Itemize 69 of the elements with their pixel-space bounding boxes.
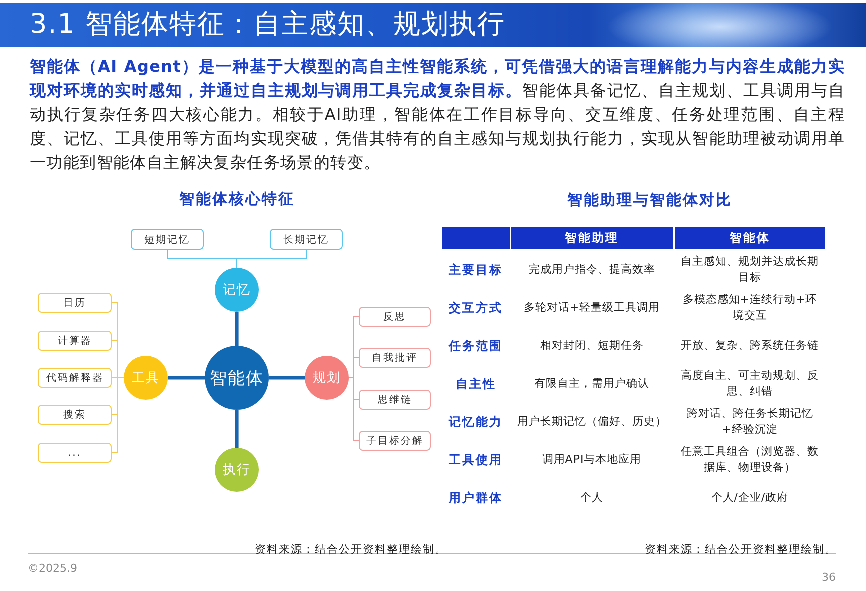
feature-box (38, 368, 112, 388)
section-heading: 智能助理与智能体对比 (568, 191, 732, 210)
feature-box (359, 348, 431, 368)
node-label: 思维链 (378, 394, 412, 407)
page-number: 36 (822, 571, 836, 584)
node-label: 日历 (64, 297, 86, 310)
row-label: 用户群体 (449, 490, 503, 506)
comparison-text: 多轮对话+轻量级工具调用 (524, 300, 660, 316)
comparison-text: 任意工具组合（浏览器、数据库、物理设备） (681, 444, 819, 476)
node-label: 长期记忆 (284, 234, 330, 246)
feature-box (359, 307, 431, 327)
feature-box (270, 229, 343, 250)
comparison-text: 调用API与本地应用 (542, 452, 642, 468)
feature-circle (215, 448, 259, 492)
node-label: 代码解释器 (46, 372, 104, 385)
connector-line (269, 376, 305, 380)
row-label: 自主性 (456, 376, 496, 392)
node-label: 计算器 (58, 334, 92, 348)
node-label: 执行 (223, 462, 251, 479)
row-label: 主要目标 (449, 262, 503, 278)
comparison-text: 跨对话、跨任务长期记忆+经验沉淀 (686, 406, 814, 438)
connector-line (348, 378, 360, 442)
column-header: 智能体 (675, 227, 825, 249)
source-note: 资料来源：结合公开资料整理绘制。 (255, 542, 447, 557)
feature-box (131, 229, 204, 250)
connector-line (112, 378, 124, 454)
row-label: 交互方式 (449, 300, 503, 316)
node-label: 自我批评 (372, 352, 418, 365)
comparison-text: 多模态感知+连续行动+环境交互 (682, 292, 818, 324)
column-header: 智能助理 (511, 227, 673, 249)
comparison-text: 开放、复杂、跨系统任务链 (681, 338, 819, 354)
feature-box (359, 390, 431, 410)
feature-box (359, 431, 431, 451)
comparison-text: 自主感知、规划并达成长期目标 (681, 254, 819, 286)
feature-box (38, 331, 112, 351)
node-label: 反思 (384, 311, 406, 324)
node-label: 智能体 (210, 368, 264, 390)
comparison-text: 用户长期记忆（偏好、历史） (517, 414, 667, 430)
node-label: 搜索 (64, 408, 86, 422)
comparison-text: 高度自主、可主动规划、反思、纠错 (681, 368, 819, 400)
comparison-text: 完成用户指令、提高效率 (528, 262, 656, 278)
feature-box (38, 405, 112, 425)
node-label: 子目标分解 (366, 434, 424, 448)
feature-circle (305, 356, 349, 400)
node-label: 记忆 (223, 282, 251, 299)
connector-line (235, 312, 239, 346)
comparison-text: 相对封闭、短期任务 (540, 338, 644, 354)
comparison-text: 个人 (580, 490, 604, 506)
connector-line (235, 410, 239, 448)
connector-line (236, 250, 307, 268)
connector-line (168, 376, 205, 380)
slide-title: 3.1 智能体特征：自主感知、规划执行 (30, 8, 506, 42)
intro-paragraph: 智能体（AI Agent）是一种基于大模型的高自主性智能系统，可凭借强大的语言理解能力与内容生成能力实现对环境的实时感知，并通过自主规划与调用工具完成复杂目标。智能体具备记忆、自主规划、工具调用与自动执行复杂任务四大核心能力。相较于AI助理，智能体在工作目标导向、交互维度、任务处理范围、自主程度、记忆、工具使用等方面均实现突破，凭借其特有的自主感知与规划执行能力，实现从智能助理被动调用单一功能到智能体自主解决复杂任务场景的转变。 (30, 56, 845, 174)
row-label: 记忆能力 (449, 414, 503, 430)
node-label: ... (68, 448, 82, 458)
comparison-text: 个人/企业/政府 (711, 490, 789, 506)
copyright-note: ©2025.9 (28, 562, 78, 575)
row-label: 工具使用 (449, 452, 503, 468)
node-label: 工具 (132, 370, 160, 387)
source-note: 资料来源：结合公开资料整理绘制。 (645, 542, 837, 557)
feature-box (38, 293, 112, 313)
node-label: 规划 (313, 370, 341, 387)
feature-circle (124, 356, 168, 400)
feature-box (38, 443, 112, 463)
row-label: 任务范围 (449, 338, 503, 354)
comparison-text: 有限自主，需用户确认 (534, 376, 650, 392)
feature-circle (215, 268, 259, 312)
node-label: 短期记忆 (144, 234, 190, 246)
section-heading: 智能体核心特征 (179, 190, 295, 209)
